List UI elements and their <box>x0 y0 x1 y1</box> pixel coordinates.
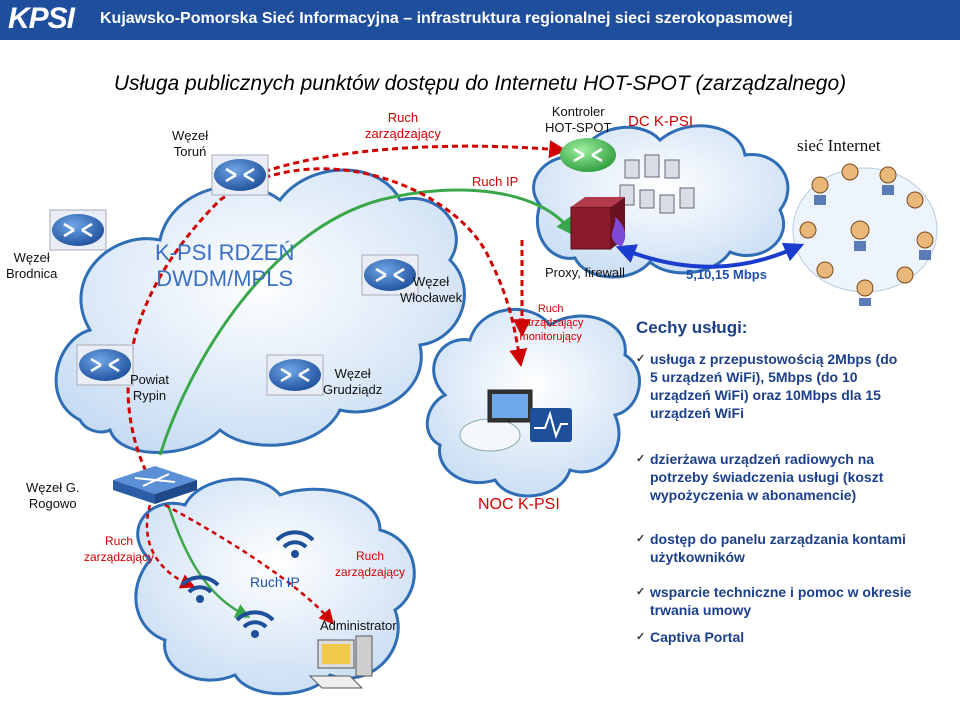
label-ruch-zarzadzajacy-top: Ruch zarządzający <box>365 110 441 141</box>
label-powiat-rypin: Powiat Rypin <box>130 372 170 403</box>
check-icon: ✓ <box>636 586 646 598</box>
feature-item: ✓ dzierżawa urządzeń radiowych na potrze… <box>636 451 884 503</box>
header-bar: KPSI Kujawsko-Pomorska Sieć Informacyjna… <box>0 0 960 40</box>
router-icon <box>76 344 134 386</box>
wifi-icon <box>180 575 220 603</box>
label-wezel-brodnica: Węzeł Brodnica <box>6 250 58 281</box>
label-ruch-zarzadzajacy-left: Ruch zarządzający <box>84 534 155 564</box>
internet-users-icon <box>792 163 938 306</box>
check-icon: ✓ <box>636 453 646 465</box>
router-icon <box>266 354 324 396</box>
label-dc-kpsi: DC K-PSI <box>628 113 694 130</box>
label-wezel-wloclawek: Węzeł Włocławek <box>400 274 463 305</box>
switch-icon <box>113 466 197 504</box>
label-ruch-ip-bottom: Ruch IP <box>250 574 300 590</box>
feature-item: ✓ dostęp do panelu zarządzania kontami u… <box>636 531 906 565</box>
hotspot-controller-icon <box>560 138 616 172</box>
label-proxy-firewall: Proxy, firewall <box>545 265 625 280</box>
label-wezel-torun: Węzeł Toruń <box>172 128 209 159</box>
label-ruch-ip-top: Ruch IP <box>472 174 519 189</box>
label-core-network: K-PSI RDZEŃ DWDM/MPLS <box>155 240 295 291</box>
check-icon: ✓ <box>636 353 646 365</box>
core-cloud <box>54 168 466 454</box>
managed-traffic-right <box>164 503 334 625</box>
managed-traffic-left <box>145 504 196 589</box>
ip-traffic-access <box>166 504 251 618</box>
label-siec-internet: sieć Internet <box>797 136 881 155</box>
features-title: Cechy usługi: <box>636 318 748 337</box>
firewall-icon <box>570 197 626 250</box>
check-icon: ✓ <box>636 631 646 643</box>
managed-traffic-top <box>248 140 568 180</box>
feature-item: ✓ Captiva Portal <box>636 629 745 645</box>
feature-item: ✓ usługa z przepustowością 2Mbps (do 5 u… <box>636 351 898 421</box>
wifi-icon <box>275 530 315 558</box>
noc-monitor-icon <box>459 389 572 452</box>
label-wezel-rogowo: Węzeł G. Rogowo <box>26 480 80 511</box>
kpsi-logo: KPSI <box>8 2 75 35</box>
wifi-icon <box>235 610 275 638</box>
internet-link <box>615 242 805 269</box>
page-title: Usługa publicznych punktów dostępu do In… <box>113 72 847 95</box>
feature-item: ✓ wsparcie techniczne i pomoc w okresie … <box>636 584 912 618</box>
router-icon <box>361 254 419 296</box>
label-speed: 5,10,15 Mbps <box>686 267 767 282</box>
managed-traffic-core <box>126 167 528 481</box>
server-rack-icon <box>619 154 695 214</box>
label-ruch-zarzadzajacy-bottom: Ruch zarządzający <box>335 549 406 579</box>
label-wezel-grudziadz: Węzeł Grudziądz <box>323 366 383 397</box>
ip-traffic-core <box>158 188 575 456</box>
header-title: Kujawsko-Pomorska Sieć Informacyjna – in… <box>100 10 793 27</box>
label-noc-kpsi: NOC K-PSI <box>478 496 560 513</box>
label-kontroler: Kontroler HOT-SPOT <box>545 104 612 135</box>
label-ruch-monitorujacy: Ruch Zarządzający monitorujący <box>518 303 584 343</box>
label-administrator: Administrator <box>320 618 397 633</box>
computer-icon <box>308 635 373 689</box>
router-icon <box>211 154 269 196</box>
check-icon: ✓ <box>636 533 646 545</box>
router-icon <box>49 209 107 251</box>
